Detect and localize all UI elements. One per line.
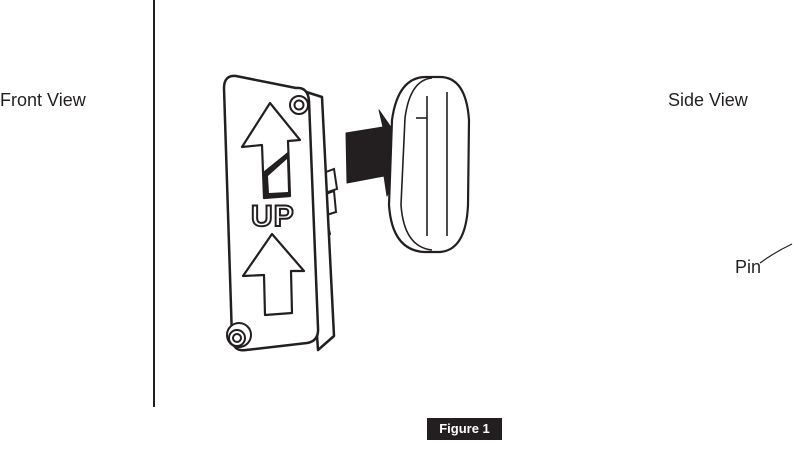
pin-leader-line	[759, 243, 793, 264]
front-view-label: Front View	[0, 90, 86, 110]
pin-label: Pin	[735, 257, 762, 277]
view-divider-line	[153, 0, 155, 407]
upper-up-arrow-icon	[240, 101, 302, 200]
mounting-recess	[387, 75, 471, 254]
lower-up-arrow-icon	[241, 232, 306, 317]
up-text: UP	[251, 200, 295, 233]
top-screw-icon	[289, 95, 309, 115]
figure-caption: Figure 1	[427, 418, 502, 440]
bottom-screw-icon	[226, 322, 252, 348]
side-view-label: Side View	[668, 90, 748, 110]
